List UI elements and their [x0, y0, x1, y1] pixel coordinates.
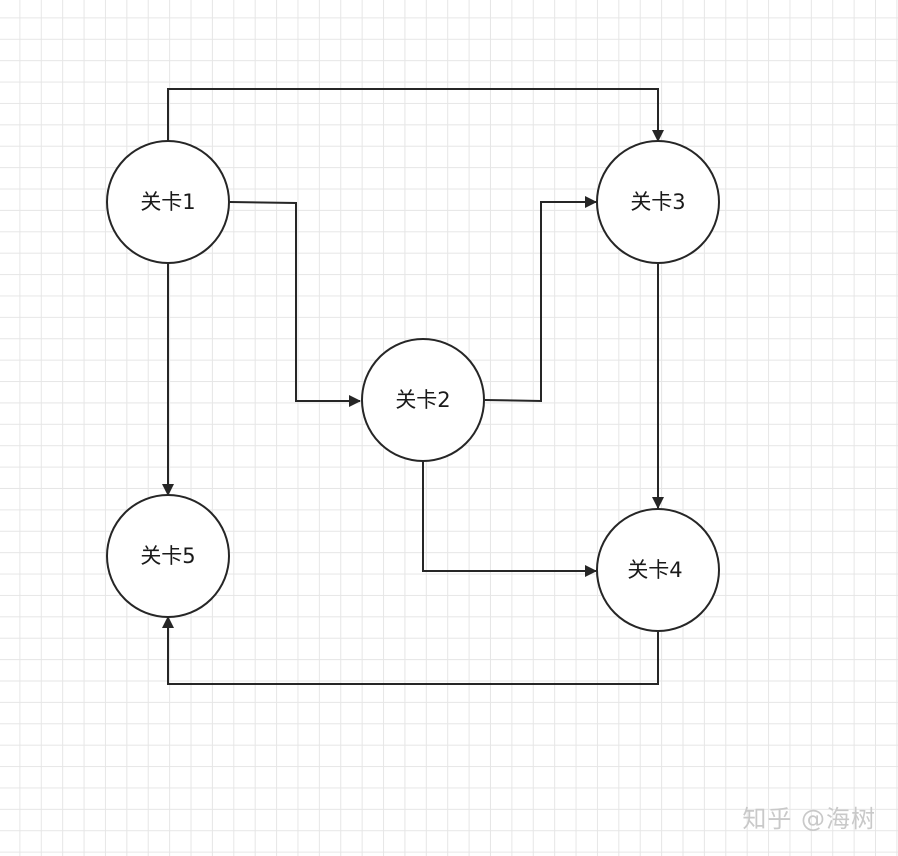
edges: [162, 88, 664, 685]
node-3-circle: [596, 140, 720, 264]
edge-1-to-2: [229, 201, 361, 407]
watermark-text: 知乎 @海树: [742, 805, 876, 833]
node-5-circle: [106, 494, 230, 618]
edge-2-to-3: [484, 196, 597, 403]
edge-2-to-4: [422, 462, 597, 577]
node-4-circle: [596, 508, 720, 632]
node-5: 关卡5: [106, 494, 230, 618]
node-2: 关卡2: [361, 338, 485, 462]
node-3-label: 关卡3: [630, 190, 685, 214]
edge-4-to-5: [162, 616, 659, 685]
node-4-label: 关卡4: [627, 558, 682, 582]
node-1-label: 关卡1: [140, 190, 195, 214]
node-1: 关卡1: [106, 140, 230, 264]
node-1-circle: [106, 140, 230, 264]
node-3: 关卡3: [596, 140, 720, 264]
node-4: 关卡4: [596, 508, 720, 632]
edge-1-to-3: [167, 88, 664, 142]
node-2-circle: [361, 338, 485, 462]
node-5-label: 关卡5: [140, 544, 195, 568]
node-2-label: 关卡2: [395, 388, 450, 412]
